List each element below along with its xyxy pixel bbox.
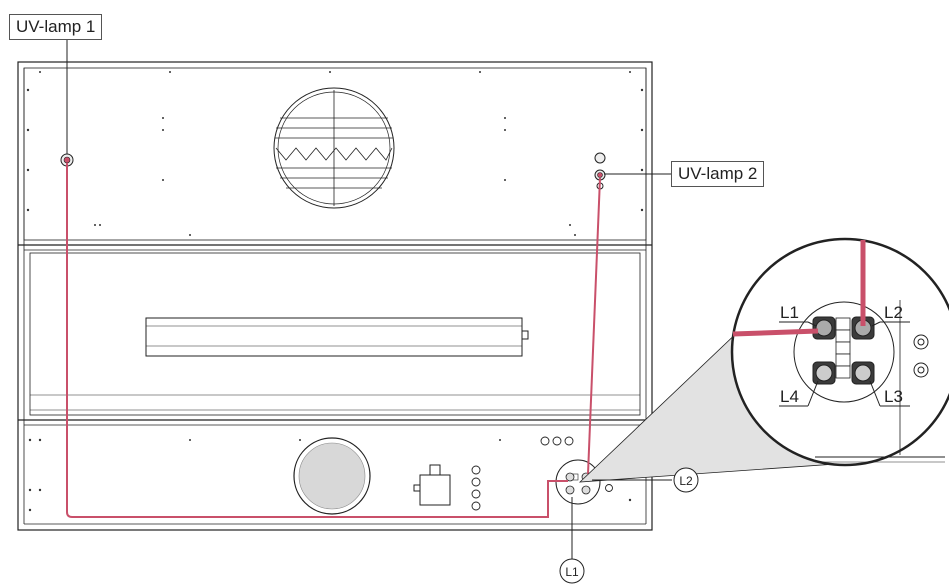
callout-leaders (66, 40, 672, 560)
callout-uv-lamp-2: UV-lamp 2 (671, 161, 765, 187)
cabinet-frame (17, 61, 653, 531)
top-fan-grille (273, 87, 395, 209)
zoom-label-l1: L1 (780, 303, 799, 322)
zoom-label-l2: L2 (884, 303, 903, 322)
uv-lamp-2-socket (594, 152, 606, 190)
circle-marker-l2-text: L2 (679, 474, 693, 488)
screw-dots (26, 71, 644, 512)
uv-lamp-1-socket (60, 153, 74, 167)
zoom-label-l3: L3 (884, 387, 903, 406)
circle-marker-l1: L1 (559, 558, 585, 584)
control-box (413, 464, 451, 506)
zoom-label-l4: L4 (780, 387, 799, 406)
lamp-tube (145, 317, 529, 357)
callout-uv-lamp-1: UV-lamp 1 (9, 14, 103, 40)
bottom-grille (293, 437, 371, 515)
uv-cables (66, 163, 601, 518)
zoom-detail: L1 L2 L4 L3 (730, 237, 949, 467)
circle-marker-l2: L2 (673, 467, 699, 493)
circle-marker-l1-text: L1 (565, 565, 579, 579)
